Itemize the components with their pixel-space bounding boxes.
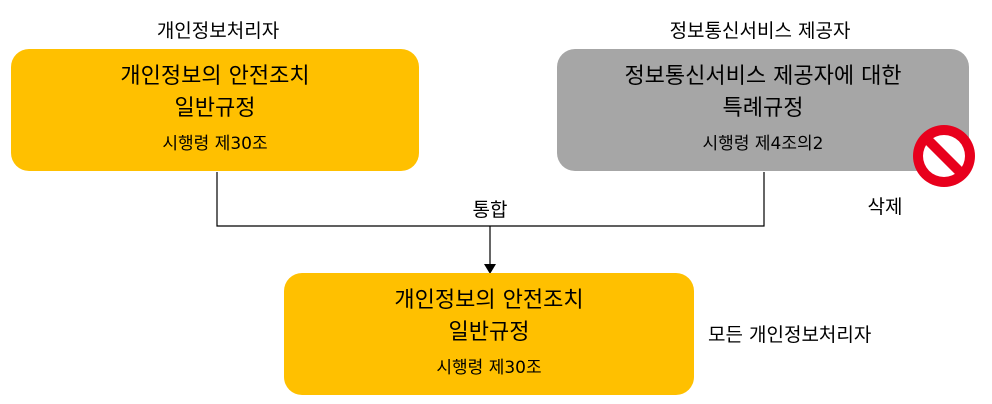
delete-label: 삭제 xyxy=(867,196,903,218)
all-processors-caption: 모든 개인정보처리자 xyxy=(708,324,872,346)
prohibited-icon xyxy=(913,125,975,187)
box-subtitle: 시행령 제4조의2 xyxy=(702,134,824,154)
arrow-head-icon xyxy=(484,264,496,274)
box-title-line1: 개인정보의 안전조치 xyxy=(120,64,310,89)
box-title-line2: 일반규정 xyxy=(174,96,256,121)
merge-label: 통합 xyxy=(472,199,508,221)
special-rule-box: 정보통신서비스 제공자에 대한 특례규정 시행령 제4조의2 xyxy=(557,49,969,171)
box-subtitle: 시행령 제30조 xyxy=(162,134,268,154)
right-header: 정보통신서비스 제공자 xyxy=(669,20,851,42)
box-title-line2: 일반규정 xyxy=(448,320,530,345)
left-header: 개인정보처리자 xyxy=(156,20,280,42)
general-rule-box-bottom: 개인정보의 안전조치 일반규정 시행령 제30조 xyxy=(284,273,694,395)
box-subtitle: 시행령 제30조 xyxy=(436,358,542,378)
box-title-line2: 특례규정 xyxy=(722,96,804,121)
box-title-line1: 개인정보의 안전조치 xyxy=(394,288,584,313)
general-rule-box-top: 개인정보의 안전조치 일반규정 시행령 제30조 xyxy=(11,49,419,171)
box-title-line1: 정보통신서비스 제공자에 대한 xyxy=(624,64,902,89)
